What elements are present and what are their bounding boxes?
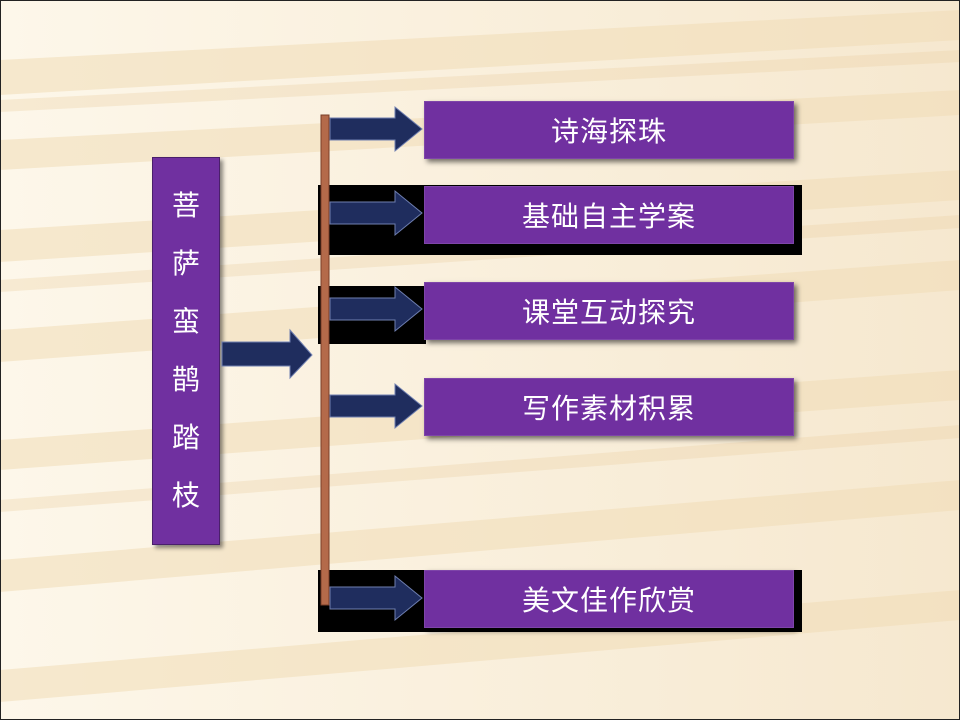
title-char: 萨 <box>171 247 200 280</box>
item-box-ketang-hudong-tanjiu[interactable]: 课堂互动探究 <box>424 282 794 340</box>
branch-arrow-icon <box>329 189 423 237</box>
item-box-meiwen-jiazuo-xinshang[interactable]: 美文佳作欣赏 <box>424 570 794 628</box>
branch-arrow-icon <box>329 285 423 333</box>
title-char: 踏 <box>171 421 200 454</box>
item-box-jichu-zizhu-xuean[interactable]: 基础自主学案 <box>424 186 794 244</box>
branch-arrow-icon <box>329 574 423 622</box>
title-char: 蛮 <box>171 305 200 338</box>
item-label: 写作素材积累 <box>521 392 696 425</box>
branch-arrow-icon <box>329 105 423 153</box>
branch-arrow-icon <box>329 382 423 430</box>
item-box-shihai-tanzhu[interactable]: 诗海探珠 <box>424 101 794 159</box>
vertical-connector-line <box>320 114 330 606</box>
item-label: 基础自主学案 <box>521 200 696 233</box>
title-char: 鹊 <box>171 363 200 396</box>
main-arrow-icon <box>221 328 313 380</box>
item-label: 美文佳作欣赏 <box>521 584 696 617</box>
item-label: 课堂互动探究 <box>521 296 696 329</box>
title-char: 枝 <box>171 479 200 512</box>
poem-title-vertical: 菩 萨 蛮 鹊 踏 枝 <box>152 157 220 545</box>
item-label: 诗海探珠 <box>550 115 667 148</box>
item-box-xiezuo-sucai-jilei[interactable]: 写作素材积累 <box>424 378 794 436</box>
title-char: 菩 <box>171 189 200 222</box>
